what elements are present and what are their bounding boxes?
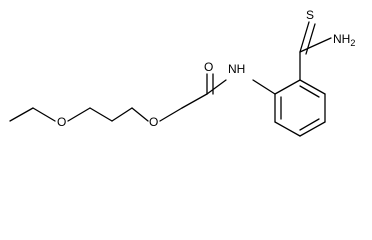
atom-o-ether-2: O <box>149 115 158 129</box>
bond-ch2-co <box>181 93 208 109</box>
atom-n-amide: NH <box>228 62 245 76</box>
atom-n-amine: NH2 <box>333 32 355 48</box>
bond-n-aryl <box>252 79 276 95</box>
amine-label-subscript: 2 <box>350 38 355 48</box>
ring-inner-double-1 <box>299 85 320 98</box>
bond-ch2-o2 <box>131 107 149 122</box>
ring-bond-4 <box>299 121 326 137</box>
bond-o2-ch2 <box>159 107 183 122</box>
bond-c-nh2 <box>299 37 332 53</box>
chemical-structure-diagram: O O O NH S NH2 <box>9 8 355 137</box>
ring-inner-double-3 <box>299 118 320 131</box>
amine-label-main: NH <box>333 32 350 46</box>
ring-bond-1 <box>274 79 301 95</box>
bond-c-s-double-a <box>299 21 310 53</box>
bond-ethyl-ch3-ch2 <box>9 107 34 122</box>
bond-c-n <box>206 79 227 95</box>
bond-o-ch2 <box>67 107 91 122</box>
atom-s-thio: S <box>306 8 314 22</box>
ring-bond-5 <box>274 121 301 137</box>
bond-ch2-ch2-to-o <box>111 107 133 122</box>
bond-ch2-ch2 <box>89 107 113 122</box>
bond-ethyl-ch2-o <box>32 107 56 122</box>
atom-o-carbonyl: O <box>204 60 213 74</box>
ring-bond-2 <box>299 79 326 95</box>
atom-o-ether-1: O <box>57 115 66 129</box>
